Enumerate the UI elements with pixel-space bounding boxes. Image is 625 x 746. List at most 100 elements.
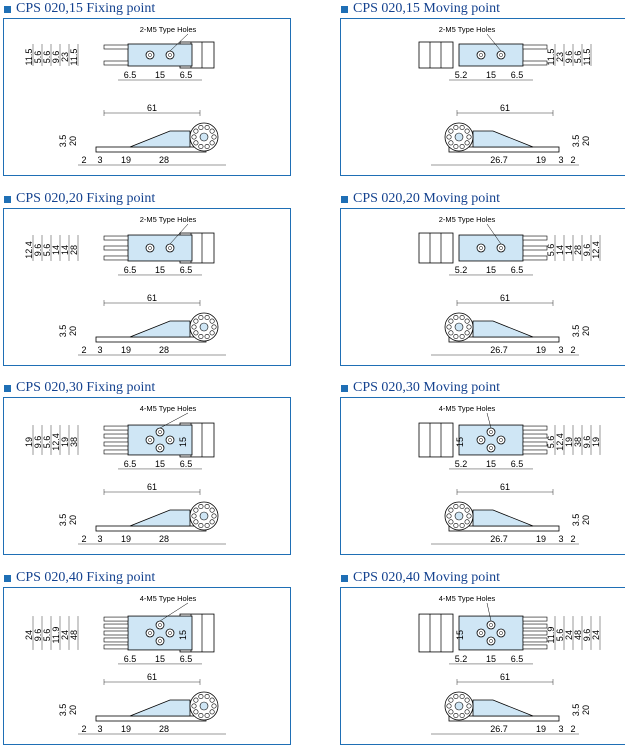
dimension-label: 3 [97,345,102,355]
roller-tooth-icon [453,334,459,340]
mounting-hole-center-icon [479,631,483,635]
bracket-wedge [472,130,534,148]
dimension-label: 15 [486,654,496,664]
dimension-label: 19 [60,437,70,447]
roller-tooth-icon [198,693,204,699]
dimension-label: 61 [147,672,157,682]
mounting-hole-center-icon [158,639,162,643]
dimension-label: 5.6 [42,629,52,642]
dimension-line [169,33,189,52]
bullet-square-icon [341,195,348,203]
panel-title: CPS 020,20 Fixing point [16,191,156,206]
dimension-label: 23 [555,52,565,62]
dimension-label: 9.6 [582,244,592,257]
bracket-finger [522,623,548,629]
roller-tooth-icon [464,697,470,703]
dimension-label: 38 [69,437,79,447]
chain-link-outline [418,232,454,264]
dimension-label: 38 [573,437,583,447]
dimension-label: 2 [81,724,86,734]
dimension-label: 9.6 [582,436,592,449]
dimension-label: 61 [147,293,157,303]
roller-tooth-icon [459,144,465,150]
bracket-finger [522,637,548,643]
bracket-finger [522,441,548,447]
dimension-label: 9.6 [33,629,43,642]
roller-tooth-icon [446,513,452,519]
roller-tooth-icon [448,128,454,134]
roller-tooth-icon [459,334,465,340]
dimension-label: 11.9 [546,627,556,644]
roller-hub-icon [454,132,464,142]
chain-link-outline [418,41,454,69]
dimension-label: 61 [147,482,157,492]
bracket-finger [103,60,129,66]
dimension-label: 5.6 [42,436,52,449]
roller-tooth-icon [209,697,215,703]
roller-tooth-icon [459,124,465,130]
dimension-label: 11.9 [51,627,61,644]
roller-hub-icon [199,511,209,521]
mounting-hole-center-icon [499,438,503,442]
dimension-label: 28 [159,155,169,165]
side-plate [95,336,207,343]
dimension-line [159,412,189,429]
dimension-label: 20 [581,136,591,146]
dimension-label: 6.5 [124,459,137,469]
roller-tooth-icon [204,124,210,130]
bracket-finger [103,616,129,622]
roller-tooth-icon [446,324,452,330]
bracket-finger [103,441,129,447]
roller-tooth-icon [198,314,204,320]
roller-tooth-icon [464,330,470,336]
roller-tooth-icon [453,144,459,150]
dimension-label: 6.5 [511,265,524,275]
roller-tooth-icon [453,314,459,320]
dimension-label: 15 [486,459,496,469]
dimension-label: 3.5 [58,325,68,338]
roller-tooth-icon [193,519,199,525]
dimension-label: 28 [159,724,169,734]
dimension-label: 5.6 [546,436,556,449]
dimension-label: 19 [536,345,546,355]
roller-tooth-icon [464,128,470,134]
bracket-finger [103,630,129,636]
chain-link-outline [418,613,454,653]
dimension-label: 3.5 [58,514,68,527]
roller-tooth-icon [198,334,204,340]
bracket-finger [522,60,548,66]
dimension-label: 28 [159,345,169,355]
roller-hub-icon [454,511,464,521]
roller-tooth-icon [211,324,217,330]
roller-tooth-icon [448,330,454,336]
dimension-label: 14 [564,245,574,255]
mounting-hole-center-icon [499,631,503,635]
roller-tooth-icon [204,503,210,509]
chain-roller-icon [189,122,219,152]
panel-title-row: CPS 020,15 Fixing point [4,0,155,18]
roller-tooth-icon [211,703,217,709]
mounting-hole-center-icon [158,446,162,450]
dimension-label: 2 [570,724,575,734]
chain-roller-icon [444,122,474,152]
dimension-label: 26.7 [490,155,508,165]
bracket-finger [103,44,129,50]
bracket-finger [522,425,548,431]
bracket-wedge [129,130,191,148]
bracket-finger [103,433,129,439]
roller-tooth-icon [193,709,199,715]
bracket-finger [522,449,548,455]
dimension-label: 6.5 [180,70,193,80]
dimension-label: 15 [486,70,496,80]
